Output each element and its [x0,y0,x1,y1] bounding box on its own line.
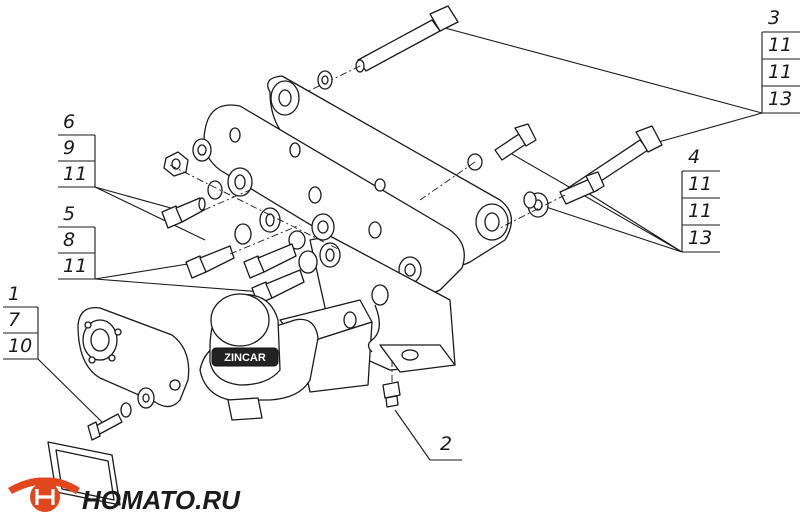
long-bolt-top [289,5,459,101]
callout-5-line-2: 11 [63,255,87,277]
site-logo: HOMATO.RU [8,477,241,515]
callout-6-line-0: 6 [63,111,75,133]
bottom-bolt [382,360,401,408]
callout-6-line-2: 11 [63,163,87,185]
ball-brand-text: ZINCAR [224,352,266,364]
callout-4-line-3: 13 [688,227,712,249]
bolts-right [419,123,663,229]
callout-2-line-0: 2 [440,433,452,455]
callout-5: 5 8 11 [58,203,263,293]
callout-4-line-2: 11 [688,200,712,222]
callout-3: 3 11 11 13 [429,7,800,144]
callout-3-line-2: 11 [768,61,792,83]
callout-5-line-1: 8 [63,229,75,251]
callout-1-line-2: 10 [8,335,32,357]
callout-3-line-0: 3 [768,7,780,29]
tow-ball: ZINCAR [199,293,319,421]
fasteners-left-cluster [163,138,341,274]
callout-4-line-1: 11 [688,173,712,195]
callout-6: 6 9 11 [58,111,206,241]
callout-2: 2 [394,409,462,461]
bolts-left [161,189,305,305]
callout-5-line-0: 5 [63,203,75,225]
callout-1: 1 7 10 [3,283,106,426]
logo-wing-left [8,477,50,494]
logo-text: HOMATO.RU [82,485,241,515]
pin-clip [343,284,389,353]
callout-3-line-3: 13 [768,88,792,110]
ball-band [211,347,279,367]
callout-1-line-0: 1 [8,283,20,305]
callout-1-line-1: 7 [8,309,20,331]
callout-4-line-0: 4 [688,146,700,168]
callout-4: 4 11 11 13 [504,146,720,253]
callout-3-line-1: 11 [768,34,792,56]
callout-6-line-1: 9 [63,137,75,159]
socket-plate [77,306,190,441]
logo-wing-right [40,477,80,494]
